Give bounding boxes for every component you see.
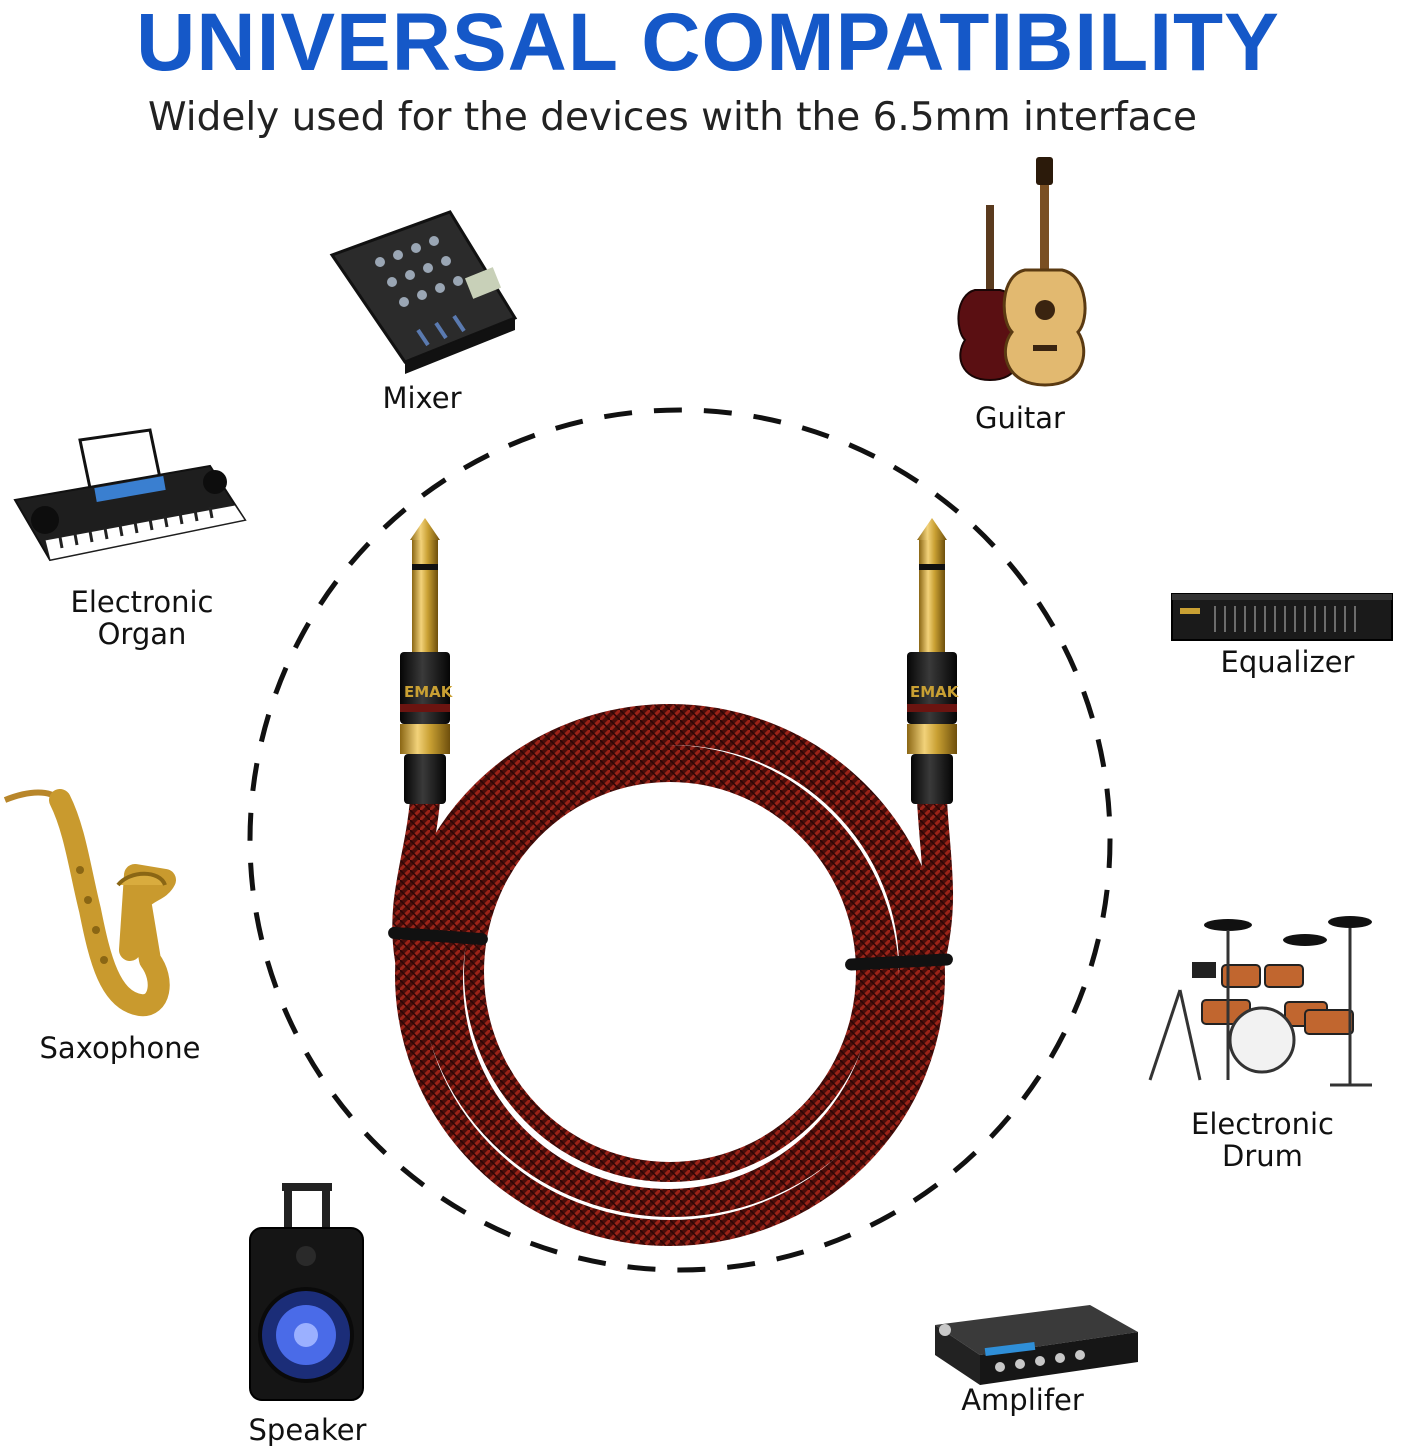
- mixer-label: Mixer: [382, 381, 462, 415]
- guitar-label: Guitar: [975, 401, 1065, 435]
- saxophone-label: Saxophone: [39, 1031, 201, 1065]
- cable-tie-left: [388, 926, 488, 946]
- guitar-image: [957, 157, 1087, 387]
- cable-tie-right: [845, 953, 953, 971]
- page-subtitle: Widely used for the devices with the 6.5…: [148, 95, 1197, 140]
- equalizer-label: Equalizer: [1220, 645, 1355, 679]
- plug-right: [907, 518, 957, 804]
- plug-right-brand: EMAK: [910, 683, 960, 701]
- speaker-image: [249, 1183, 364, 1401]
- organ-image: [13, 428, 247, 562]
- page-title: UNIVERSAL COMPATIBILITY: [136, 0, 1280, 88]
- coiled-cable: [392, 704, 954, 1246]
- organ-label: Electronic Organ: [70, 585, 214, 651]
- amplifier-label: Amplifer: [961, 1383, 1084, 1417]
- mixer-image: [329, 210, 518, 374]
- plug-left-brand: EMAK: [404, 683, 454, 701]
- plug-left: [400, 518, 450, 804]
- drum-label: Electronic Drum: [1191, 1107, 1334, 1173]
- saxophone-image: [3, 789, 176, 1017]
- drum-image: [1148, 916, 1372, 1087]
- dashed-ring: [247, 407, 1113, 1273]
- amplifier-image: [935, 1305, 1138, 1385]
- equalizer-image: [1171, 593, 1393, 641]
- speaker-label: Speaker: [248, 1413, 367, 1447]
